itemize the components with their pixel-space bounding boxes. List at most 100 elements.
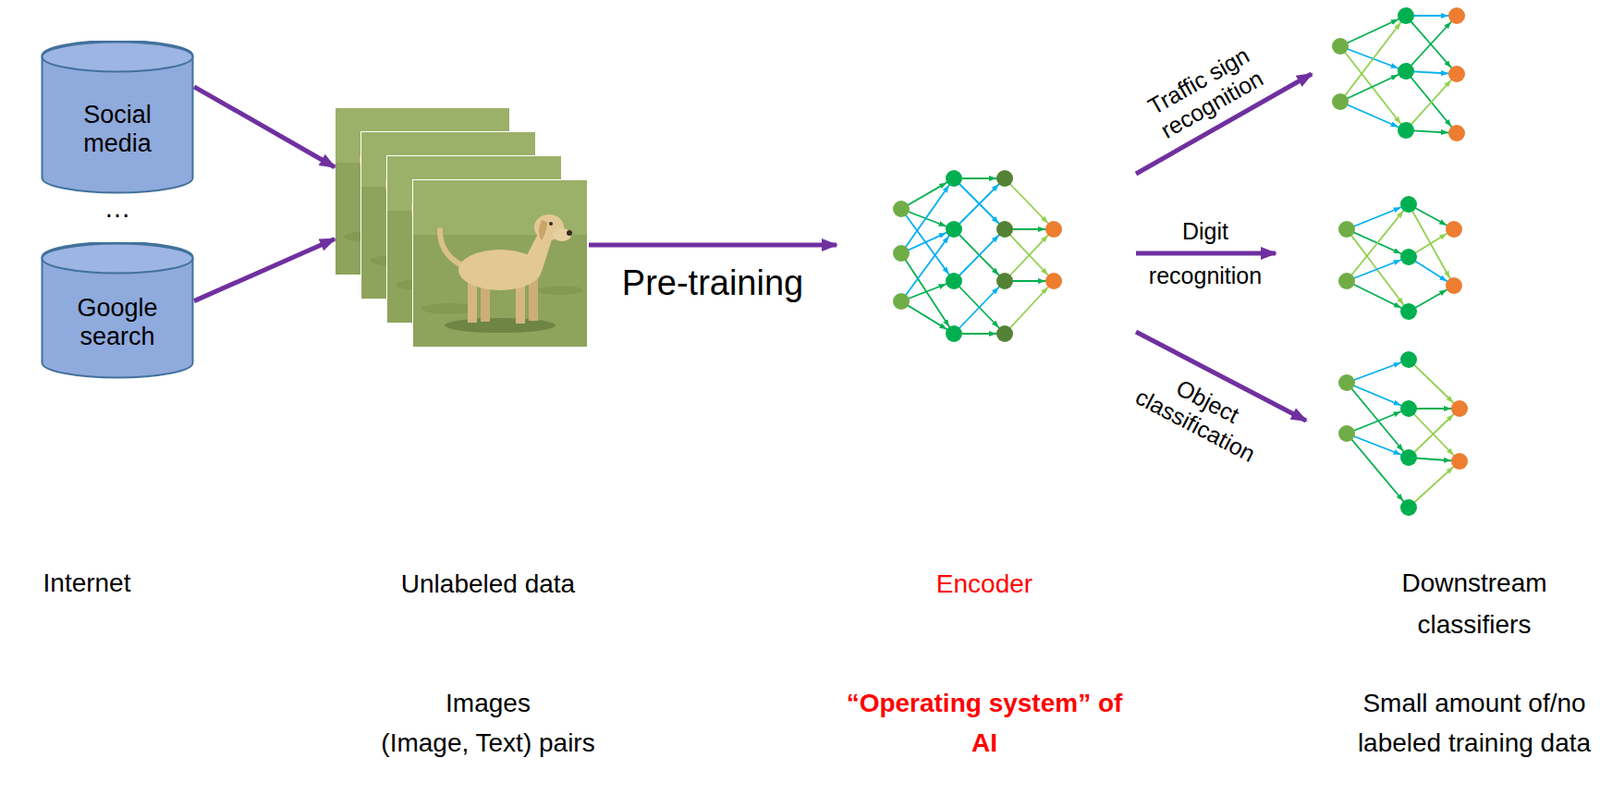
ellipsis-mark: … bbox=[104, 193, 132, 224]
classifier-network-drawing bbox=[1448, 124, 1466, 142]
encoder-network-drawing bbox=[945, 220, 963, 238]
image-stack-picture bbox=[412, 179, 588, 348]
classifier-network-drawing bbox=[1400, 303, 1417, 320]
classifier-network-drawing bbox=[1331, 93, 1349, 110]
cylinder-top bbox=[42, 244, 194, 274]
encoder-network-drawing bbox=[953, 280, 1005, 334]
classifier-network-drawing bbox=[1346, 204, 1409, 281]
cylinder-body bbox=[42, 242, 194, 379]
classifier-network-drawing bbox=[1338, 425, 1356, 442]
encoder-network-drawing bbox=[953, 178, 1005, 230]
node-label: Google search bbox=[57, 293, 178, 352]
classifier-network-drawing bbox=[1346, 280, 1409, 312]
encoder-network-drawing bbox=[892, 200, 910, 218]
classifier-network-drawing bbox=[1346, 256, 1409, 281]
encoder-network-drawing bbox=[953, 229, 1005, 281]
arrow-label: Object classification bbox=[1131, 359, 1272, 467]
encoder-network-drawing bbox=[892, 244, 910, 262]
node-caption: Images bbox=[445, 683, 531, 723]
classifier-network-drawing bbox=[1346, 359, 1409, 383]
classifier-network-drawing bbox=[1346, 433, 1409, 508]
classifier-network-drawing bbox=[1340, 71, 1406, 102]
classifier-network-drawing bbox=[1451, 400, 1468, 417]
classifier-network-drawing bbox=[1338, 374, 1356, 391]
classifier-network-drawing bbox=[1405, 71, 1457, 134]
classifier-network-drawing bbox=[1338, 272, 1356, 290]
encoder-network-drawing bbox=[945, 272, 963, 290]
column-caption: Internet bbox=[43, 562, 132, 603]
image-stack: Unlabeled dataImages(Image, Text) pairs bbox=[334, 107, 589, 347]
classifier-network-drawing bbox=[1408, 408, 1460, 458]
encoder-network-drawing bbox=[996, 170, 1014, 187]
classifier-network-drawing bbox=[1448, 65, 1466, 83]
downstream-arrow bbox=[1135, 251, 1276, 257]
classifier-network-drawing bbox=[1405, 73, 1457, 131]
node-caption: Encoder bbox=[936, 563, 1033, 604]
node-caption: (Image, Text) pairs bbox=[380, 722, 595, 763]
classifier-network-drawing bbox=[1448, 7, 1466, 25]
classifier-network-drawing bbox=[1451, 452, 1468, 470]
classifier-network-drawing bbox=[1408, 359, 1460, 409]
encoder-network-drawing bbox=[1045, 272, 1063, 290]
classifier-network-drawing bbox=[1340, 15, 1406, 102]
classifier-network-drawing bbox=[1397, 62, 1415, 80]
classifier-network-drawing bbox=[1340, 15, 1406, 47]
encoder-network-drawing bbox=[1004, 229, 1054, 281]
classifier-network-drawing bbox=[1400, 195, 1417, 213]
encoder-network-drawing bbox=[901, 178, 954, 209]
encoder-network-drawing bbox=[901, 229, 954, 302]
encoder-network: Encoder“Operating system” of AI bbox=[836, 161, 1073, 347]
classifier-network-drawing bbox=[1338, 220, 1356, 238]
image-stack-picture bbox=[334, 107, 588, 348]
classifier-network-drawing bbox=[1408, 461, 1460, 508]
classifier-network-drawing bbox=[1346, 408, 1409, 434]
node-caption: “Operating system” of AI bbox=[845, 683, 1124, 763]
cylinder-top bbox=[42, 42, 194, 73]
classifier-network-drawing bbox=[1408, 408, 1460, 462]
database-cylinder: Social media bbox=[40, 40, 195, 195]
edge-label: Pre-training bbox=[622, 263, 804, 305]
encoder-network-drawing bbox=[901, 178, 954, 254]
encoder-network-drawing bbox=[901, 208, 954, 281]
classifier-network-drawing bbox=[1346, 382, 1409, 409]
encoder-network-drawing bbox=[901, 301, 954, 334]
classifier-network-drawing bbox=[1405, 15, 1457, 74]
node-caption: Unlabeled data bbox=[401, 563, 575, 604]
encoder-network-drawing bbox=[945, 170, 963, 187]
encoder-network-drawing bbox=[996, 325, 1014, 342]
classifier-network-drawing bbox=[1400, 351, 1417, 368]
classifier-network-drawing bbox=[1445, 220, 1463, 238]
classifier-network-drawing bbox=[1408, 204, 1454, 286]
encoder-network-drawing bbox=[1004, 178, 1054, 230]
classifier-network-drawing bbox=[1397, 122, 1415, 139]
encoder-network-drawing bbox=[996, 272, 1014, 290]
encoder-network-drawing bbox=[892, 170, 1063, 342]
encoder-network-drawing bbox=[892, 293, 910, 310]
flow-arrow bbox=[194, 238, 335, 301]
encoder-network-drawing bbox=[1004, 280, 1054, 334]
arrow-label: Digit recognition bbox=[1148, 208, 1262, 298]
classifier-network-drawing bbox=[1400, 248, 1417, 266]
database-cylinder: Google search bbox=[40, 242, 195, 379]
classifier-network-drawing bbox=[1331, 37, 1349, 55]
encoder-network-drawing bbox=[1045, 220, 1063, 238]
encoder-network-drawing bbox=[945, 325, 963, 342]
classifier-network-drawing bbox=[1445, 277, 1463, 294]
encoder-network-drawing bbox=[1004, 229, 1054, 281]
classifier-network-drawing bbox=[1397, 7, 1415, 25]
classifier-network-drawing bbox=[1346, 382, 1409, 458]
classifier-network-drawing bbox=[1340, 101, 1406, 131]
encoder-network-drawing bbox=[996, 220, 1014, 238]
column-caption: Small amount of/no labeled training data bbox=[1352, 683, 1598, 763]
cylinder-body bbox=[42, 40, 194, 194]
encoder-network-drawing bbox=[953, 178, 1005, 230]
classifier-network-drawing bbox=[1405, 15, 1457, 72]
node-label: Social media bbox=[57, 100, 178, 159]
column-caption: Downstream classifiers bbox=[1372, 561, 1576, 646]
classifier-network-drawing bbox=[1400, 400, 1417, 417]
classifier-network-drawing bbox=[1331, 7, 1468, 516]
encoder-network-drawing bbox=[953, 229, 1005, 281]
classifier-network-drawing bbox=[1400, 449, 1417, 466]
